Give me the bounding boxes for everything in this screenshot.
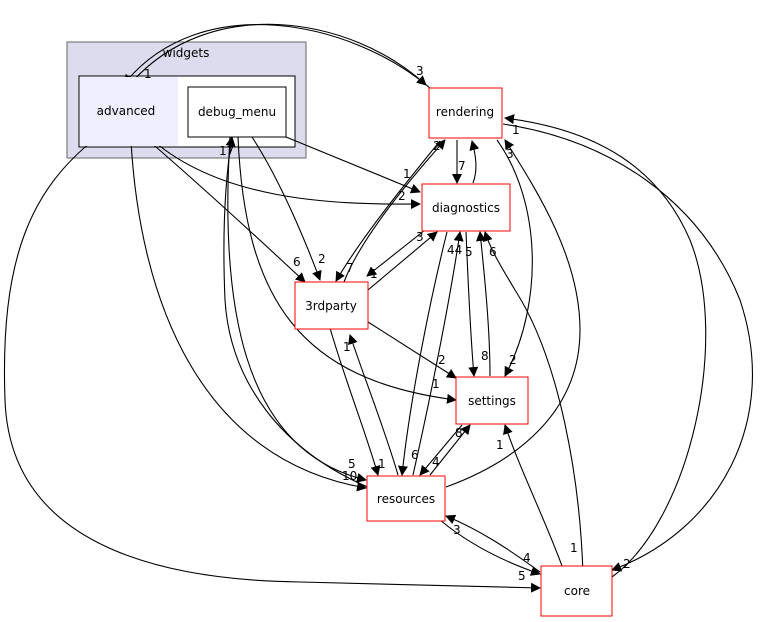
node-3rdparty[interactable]: 3rdparty xyxy=(294,281,369,330)
node-resources-label: resources xyxy=(377,492,435,506)
node-settings[interactable]: settings xyxy=(455,376,529,425)
edge-advanced-to-resources xyxy=(130,140,367,492)
node-debug-menu-box xyxy=(187,86,287,138)
edge-label-advanced-to-diagnostics: 2 xyxy=(398,189,406,203)
node-diagnostics[interactable]: diagnostics xyxy=(421,183,511,232)
edge-label-settings-to-diagnostics: 5 xyxy=(465,245,473,259)
node-diagnostics-box xyxy=(421,183,511,232)
edge-core-to-diagnostics xyxy=(482,231,584,575)
edge-debug-to-settings xyxy=(237,136,457,404)
edge-core-to-resources xyxy=(445,514,541,573)
edge-label-rendering-to-thirdparty: 7 xyxy=(346,261,354,275)
edge-label-rendering-to-advanced: 1 xyxy=(144,67,152,81)
edge-advanced-to-rendering xyxy=(131,23,427,86)
node-settings-box xyxy=(455,376,529,425)
node-rendering-label: rendering xyxy=(436,105,494,119)
node-advanced[interactable]: advanced xyxy=(80,77,178,146)
node-rendering-box xyxy=(428,87,503,139)
edge-label-diagnostics-to-thirdparty: 1 xyxy=(370,267,378,281)
node-advanced-box xyxy=(80,77,178,146)
edge-label-thirdparty-to-resources: 1 xyxy=(378,457,386,471)
edge-label-core-to-rendering: 1 xyxy=(512,123,520,137)
edge-label-advanced-to-thirdparty: 6 xyxy=(293,255,301,269)
edge-resources-to-settings xyxy=(429,424,471,476)
edge-label-diagnostics-to-settings: 8 xyxy=(481,349,489,363)
edge-label-resources-to-diagnostics: 44 xyxy=(447,243,462,257)
edge-resources-to-thirdparty xyxy=(348,334,399,476)
edge-rendering-to-advanced xyxy=(123,24,431,89)
node-settings-label: settings xyxy=(468,394,516,408)
edge-label-diagnostics-to-core: 1 xyxy=(570,541,578,555)
edge-diagnostics-to-rendering xyxy=(469,140,480,184)
edge-advanced-to-diagnostics xyxy=(149,137,421,210)
edge-debug-to-resources xyxy=(227,136,367,483)
edge-debug-to-thirdparty xyxy=(251,136,322,281)
edge-label-rendering-to-settings: 2 xyxy=(509,353,517,367)
edge-label-resources-to-rendering: 3 xyxy=(506,147,514,161)
edge-debug-to-diagnostics xyxy=(285,136,421,194)
edge-label-rendering-to-diagnostics: 7 xyxy=(458,159,466,173)
edge-resources-to-core xyxy=(439,519,541,576)
node-core[interactable]: core xyxy=(540,565,613,617)
edge-label-settings-to-resources: 4 xyxy=(432,455,440,469)
edge-label-core-to-resources: 3 xyxy=(453,523,461,537)
edge-rendering-to-core xyxy=(502,123,753,572)
edge-label-debug-to-resources: 10 xyxy=(342,469,357,483)
edge-advanced-to-core xyxy=(3,137,541,593)
edge-thirdparty-to-rendering xyxy=(343,139,446,283)
cluster-widgets-title: widgets xyxy=(163,46,210,60)
edge-settings-to-diagnostics xyxy=(475,231,491,377)
edge-thirdparty-to-diagnostics xyxy=(367,231,438,291)
edge-label-thirdparty-to-diagnostics: 3 xyxy=(416,230,424,244)
edge-label-advanced-to-core: 5 xyxy=(518,569,526,583)
node-debug-menu[interactable]: debug_menu xyxy=(187,86,287,138)
edge-label-core-to-settings: 1 xyxy=(496,438,504,452)
edge-advanced-to-thirdparty xyxy=(147,139,306,283)
edge-resources-to-rendering xyxy=(445,139,581,488)
edge-rendering-to-thirdparty xyxy=(335,140,441,282)
node-diagnostics-label: diagnostics xyxy=(432,201,500,215)
node-resources-box xyxy=(366,475,446,522)
edge-diagnostics-to-resources-a xyxy=(397,231,448,476)
node-core-box xyxy=(540,565,613,617)
edge-core-to-rendering xyxy=(504,114,707,578)
edge-label-resources-to-debug: 17 xyxy=(219,144,234,158)
edge-label-debug-to-thirdparty: 2 xyxy=(318,252,326,266)
node-core-label: core xyxy=(564,584,590,598)
edge-thirdparty-to-settings xyxy=(367,321,457,379)
edge-label-advanced-to-rendering: 3 xyxy=(416,64,424,78)
edge-label-advanced-to-resources: 5 xyxy=(348,457,356,471)
edges xyxy=(3,23,753,593)
edge-diagnostics-to-thirdparty xyxy=(366,229,426,277)
edge-resources-to-diagnostics xyxy=(412,231,464,476)
node-3rdparty-box xyxy=(294,281,369,330)
edge-labels: 1 3 1 2 7 2 1 3 6 2 7 1 3 44 5 6 17 2 8 … xyxy=(144,64,631,583)
edge-label-core-to-diagnostics: 6 xyxy=(489,245,497,259)
edge-thirdparty-to-resources xyxy=(329,327,381,476)
node-3rdparty-label: 3rdparty xyxy=(305,299,357,313)
node-resources[interactable]: resources xyxy=(366,475,446,522)
edge-diagnostics-to-settings xyxy=(465,231,479,377)
edge-label-diagnostics-to-resources: 6 xyxy=(411,448,419,462)
edge-rendering-to-settings xyxy=(496,139,533,377)
edge-label-thirdparty-to-rendering: 2 xyxy=(433,139,441,153)
node-debug-menu-label: debug_menu xyxy=(198,105,276,119)
edge-label-debug-to-diagnostics: 1 xyxy=(403,167,411,181)
edge-core-to-settings xyxy=(503,424,567,578)
edge-label-thirdparty-to-settings: 2 xyxy=(438,353,446,367)
edge-settings-to-resources xyxy=(419,424,463,476)
edge-label-resources-to-settings: 8 xyxy=(455,426,463,440)
node-rendering[interactable]: rendering xyxy=(428,87,503,139)
node-advanced-label: advanced xyxy=(97,104,156,118)
edge-label-resources-to-thirdparty: 1 xyxy=(343,340,351,354)
edge-label-diagnostics-to-resources-a: 1 xyxy=(432,377,440,391)
edge-label-resources-to-core: 4 xyxy=(523,551,531,565)
edge-label-rendering-to-core: 2 xyxy=(623,557,631,571)
